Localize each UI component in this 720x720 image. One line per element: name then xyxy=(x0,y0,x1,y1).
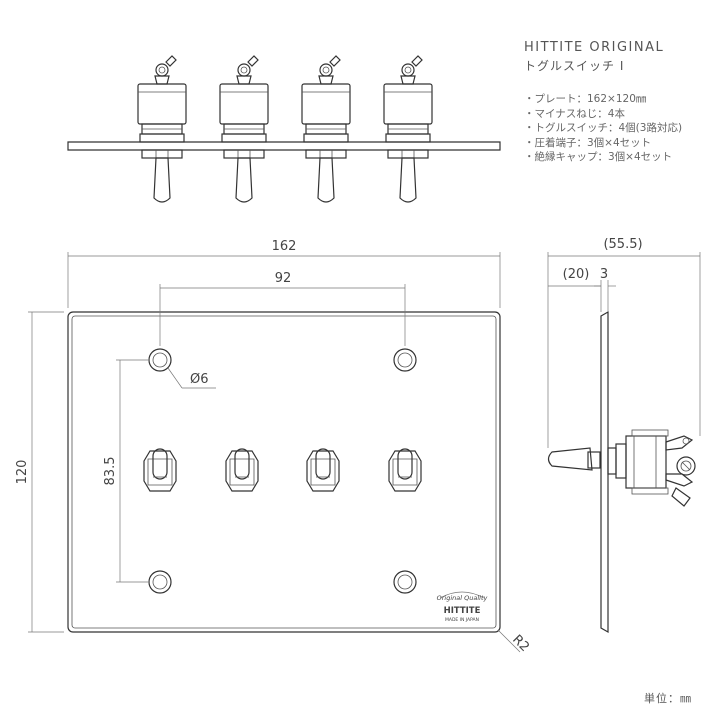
dimension-plate-thickness: 3 xyxy=(594,267,616,287)
top-view-plate xyxy=(67,141,501,151)
side-terminal-bottom xyxy=(665,473,694,507)
dimension-height-label: 120 xyxy=(15,460,30,485)
spec-item: ・トグルスイッチ：4個(3路対応) xyxy=(524,122,683,134)
dimension-corner-radius: R2 xyxy=(497,629,532,655)
screw-top-right xyxy=(393,348,417,372)
side-plate xyxy=(600,310,609,634)
side-view: (55.5) (20) 3 xyxy=(547,237,701,634)
front-view-switches xyxy=(143,448,422,492)
dimension-corner-radius-label: R2 xyxy=(509,632,532,655)
side-switch-body xyxy=(625,435,667,489)
side-washer xyxy=(615,443,627,479)
screw-top-left xyxy=(148,348,172,372)
unit-label: 単位：㎜ xyxy=(644,692,692,705)
side-terminal-middle xyxy=(676,456,696,476)
brand-mark: Original Quality HITTITE MADE IN JAPAN xyxy=(437,591,488,623)
top-switch xyxy=(219,55,269,203)
dimension-depth-total-label: (55.5) xyxy=(603,237,642,252)
front-switch xyxy=(306,448,340,492)
dimension-hole-vertical-label: 83.5 xyxy=(103,457,118,486)
top-switch xyxy=(383,55,433,203)
screw-bottom-left xyxy=(148,570,172,594)
spec-item: ・マイナスねじ：4本 xyxy=(524,107,625,120)
product-subtitle: トグルスイッチ Ⅰ xyxy=(524,59,625,73)
dimension-depth-front-label: (20) xyxy=(563,267,590,282)
spec-item: ・プレート：162×120㎜ xyxy=(524,93,647,105)
top-switch xyxy=(137,55,187,203)
side-terminal-top xyxy=(665,435,694,451)
product-info: HITTITE ORIGINAL トグルスイッチ Ⅰ ・プレート：162×120… xyxy=(524,40,714,165)
front-switch xyxy=(225,448,259,492)
top-view xyxy=(67,55,501,203)
dimension-height: 120 xyxy=(15,311,64,633)
spec-item: ・圧着端子：3個×4セット xyxy=(524,136,652,149)
brand-origin: MADE IN JAPAN xyxy=(445,617,479,623)
top-view-switches xyxy=(137,55,433,203)
dimension-width: 162 xyxy=(67,239,501,308)
screw-bottom-right xyxy=(393,570,417,594)
side-lever xyxy=(547,447,593,471)
front-plate-outer xyxy=(67,311,501,633)
spec-item: ・絶縁キャップ：3個×4セット xyxy=(524,151,673,163)
side-nut xyxy=(607,447,617,475)
product-title: HITTITE ORIGINAL xyxy=(524,40,665,55)
dimension-hole-spacing: 92 xyxy=(159,271,406,346)
top-switch xyxy=(301,55,351,203)
dimension-hole-spacing-label: 92 xyxy=(275,271,292,286)
dimension-hole-vertical: 83.5 xyxy=(103,359,148,583)
dimension-plate-thickness-label: 3 xyxy=(600,267,608,282)
front-plate-inner xyxy=(71,315,497,629)
brand-name: HITTITE xyxy=(444,606,481,616)
front-view: Original Quality HITTITE MADE IN JAPAN 1… xyxy=(15,239,532,655)
dimension-hole-diameter-label: Ø6 xyxy=(190,372,209,387)
dimension-hole-diameter: Ø6 xyxy=(167,367,216,389)
dimension-depth-front: (20) xyxy=(548,267,609,312)
front-switch xyxy=(388,448,422,492)
dimension-depth-total: (55.5) xyxy=(547,237,701,448)
side-bushing xyxy=(587,451,601,469)
front-switch xyxy=(143,448,177,492)
dimension-width-label: 162 xyxy=(272,239,297,254)
spec-list: ・プレート：162×120㎜ ・マイナスねじ：4本 ・トグルスイッチ：4個(3路… xyxy=(524,92,714,165)
brand-tagline: Original Quality xyxy=(437,594,488,602)
